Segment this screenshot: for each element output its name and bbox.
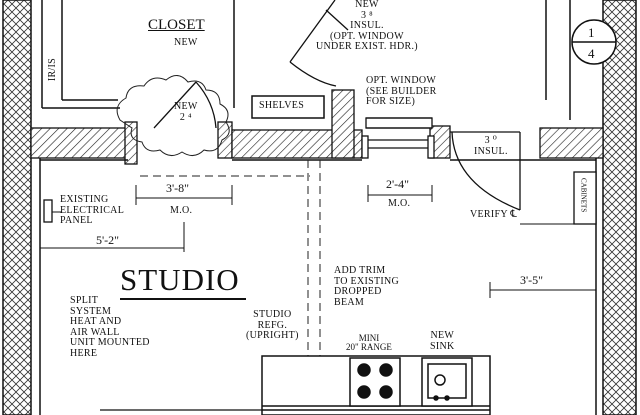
cabinet-box: [573, 171, 597, 225]
closet-door: [153, 81, 217, 129]
note-opt-window: OPT. WINDOW (SEE BUILDER FOR SIZE): [366, 75, 437, 107]
dim-3-8: 3'-8": [166, 181, 190, 195]
note-add-trim: ADD TRIM TO EXISTING DROPPED BEAM: [334, 265, 400, 308]
section-marker-top: 1: [588, 25, 595, 40]
note-studio-refg: STUDIO REFG. (UPRIGHT): [246, 309, 299, 341]
electrical-panel: [43, 199, 53, 223]
note-top-new: NEW 3 ⁸ INSUL. (OPT. WINDOW UNDER EXIST.…: [316, 0, 418, 52]
note-insul-3-0: 3 ⁰ INSUL.: [474, 135, 508, 157]
exterior-wall-left: [2, 0, 41, 415]
new-sink: [421, 357, 473, 407]
dim-mo-1: M.O.: [170, 205, 193, 216]
closet-sub: NEW: [174, 37, 198, 48]
top-door-swing: [289, 0, 349, 87]
note-cabinets: CABINETS: [579, 178, 588, 213]
mini-range: [349, 357, 401, 407]
note-split-system: SPLIT SYSTEM HEAT AND AIR WALL UNIT MOUN…: [70, 295, 150, 359]
note-existing-panel: EXISTING ELECTRICAL PANEL: [60, 194, 125, 226]
closet-walls: [41, 0, 571, 120]
note-shelves: SHELVES: [259, 100, 305, 111]
revision-cloud: [116, 75, 230, 156]
section-marker: [571, 19, 617, 65]
note-side-ir: IR/IS: [47, 58, 58, 82]
dim-2-4: 2'-4": [386, 177, 410, 191]
studio-title: STUDIO: [120, 262, 240, 297]
closet-title: CLOSET: [148, 17, 205, 33]
partition-wall: [30, 89, 604, 165]
dim-3-5: 3'-5": [520, 273, 544, 287]
dim-mo-2: M.O.: [388, 198, 411, 209]
section-marker-bottom: 4: [588, 46, 595, 61]
note-verify: VERIFY ℄: [470, 209, 518, 220]
note-mini-range: MINI 20" RANGE: [346, 333, 392, 353]
exterior-wall-right: [595, 0, 637, 415]
insul-door: [450, 131, 521, 211]
note-new-sink: NEW SINK: [430, 330, 455, 352]
dim-5-2: 5'-2": [96, 233, 120, 247]
shelves-box: [251, 95, 325, 119]
note-new-2-4: NEW 2 ⁴: [174, 101, 198, 123]
